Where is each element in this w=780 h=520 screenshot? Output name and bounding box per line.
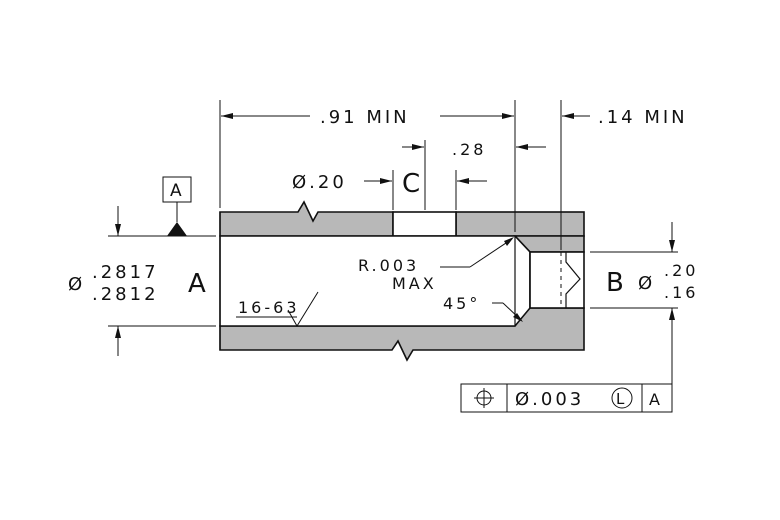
small-bore-upper: .20 [664,261,698,280]
datum-a-flag-label: A [170,181,182,201]
surface-finish-label: 16-63 [238,298,300,317]
bore-diameter-upper: .2817 [92,262,159,283]
corner-radius-line1: R.003 [358,256,419,275]
bore-diameter-lower: .2812 [92,284,159,305]
part-section [219,200,585,362]
datum-triangle [167,222,187,236]
position-icon [474,388,494,408]
datum-a-label: A [188,269,206,299]
top-wall-right [455,211,585,237]
hole-location-label: .28 [452,140,486,159]
counterbore-depth-label: .14 MIN [598,107,688,128]
top-wall [219,200,394,237]
dim-hole-diameter: Ø.20 C [292,169,487,210]
lmc-modifier-icon [611,387,633,409]
fcf-tolerance: Ø.003 [515,389,584,410]
hole-c [392,211,457,237]
chamfer-note: 45° [443,294,523,322]
hole-diameter-label: Ø.20 [292,172,347,193]
fcf-modifier: L [616,390,625,408]
dim-bore-diameter: Ø .2817 .2812 A [68,206,216,356]
bore-diameter-symbol: Ø [68,274,85,295]
dim-counterbore-depth: .14 MIN [560,100,688,250]
datum-c-label: C [402,169,420,199]
dim-overall-length: .91 MIN [219,100,516,232]
overall-length-label: .91 MIN [320,107,410,128]
datum-a-flag: A [162,176,192,236]
small-bore-lower: .16 [664,283,698,302]
dim-small-bore: B Ø .20 .16 [590,222,698,384]
surface-finish: 16-63 [236,291,319,327]
corner-radius-note: R.003 MAX [358,237,514,293]
fcf-datum: A [649,390,663,409]
small-bore-symbol: Ø [638,273,655,294]
datum-b-label: B [606,268,624,298]
small-bore [529,251,585,309]
corner-radius-line2: MAX [392,274,437,293]
dim-hole-location: .28 [402,140,546,210]
chamfer-angle-label: 45° [443,294,480,313]
break-line [565,252,581,308]
feature-control-frame: Ø.003 L A [460,383,673,413]
